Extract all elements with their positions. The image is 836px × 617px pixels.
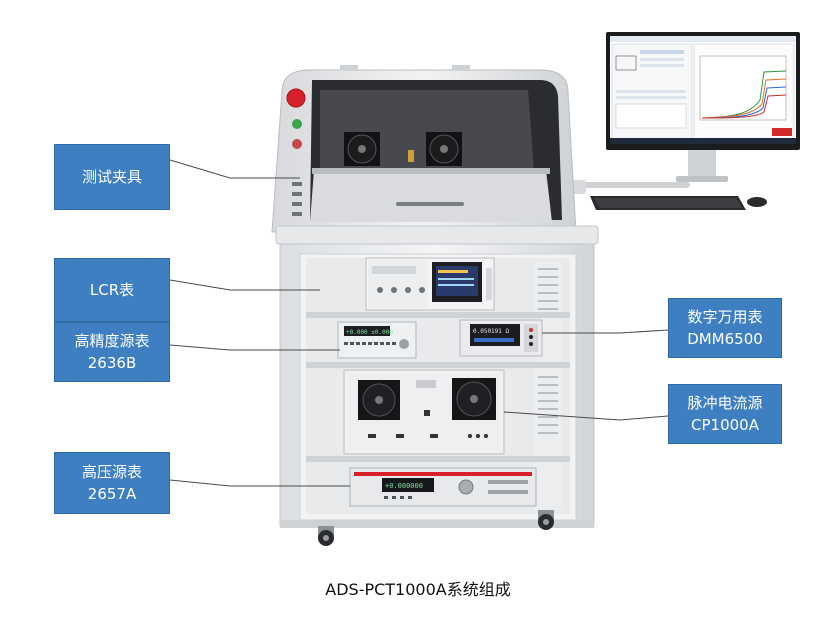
figure-caption: ADS-PCT1000A系统组成 <box>325 580 511 599</box>
callout-pulse-cp1000a: 脉冲电流源 CP1000A <box>668 384 782 444</box>
callout-hv-2657a-model: 2657A <box>87 485 137 503</box>
callout-dmm-6500-label: 数字万用表 <box>687 308 763 326</box>
leader-smu <box>169 344 340 351</box>
callout-smu-2636b-label: 高精度源表 <box>74 332 150 350</box>
keyboard <box>590 196 767 210</box>
callout-smu-2636b-model: 2636B <box>87 354 137 372</box>
leader-hv <box>169 479 350 487</box>
smu-2636b: +0.000 ±0.000 <box>337 321 417 359</box>
callout-lcr-meter: LCR表 <box>54 258 170 322</box>
hv-display: +0.000000 <box>385 482 423 490</box>
callout-dmm-6500-model: DMM6500 <box>687 330 763 348</box>
callout-hv-2657a-label: 高压源表 <box>81 463 142 481</box>
callout-lcr-meter-label: LCR表 <box>89 281 135 299</box>
monitor <box>606 32 800 182</box>
lcr-meter <box>365 257 495 311</box>
callout-test-fixture-label: 测试夹具 <box>81 168 142 186</box>
fixture-hood <box>271 65 577 233</box>
callout-pulse-cp1000a-model: CP1000A <box>691 416 759 434</box>
callout-hv-2657a: 高压源表 2657A <box>54 452 170 514</box>
leader-lines <box>169 159 669 487</box>
hv-source-2657a: +0.000000 <box>349 467 537 507</box>
dmm-display: 0.050191 Ω <box>473 328 510 335</box>
dmm-6500: 0.050191 Ω <box>459 319 543 357</box>
leader-lcr <box>169 279 320 291</box>
vent-holes <box>538 268 558 434</box>
monitor-arm <box>572 180 690 194</box>
callout-test-fixture: 测试夹具 <box>54 144 170 210</box>
smu-display: +0.000 ±0.000 <box>346 329 393 336</box>
callout-smu-2636b: 高精度源表 2636B <box>54 322 170 382</box>
pulse-source-cp1000a <box>343 369 505 455</box>
callout-dmm-6500: 数字万用表 DMM6500 <box>668 298 782 358</box>
leader-pulse <box>503 411 669 421</box>
callout-pulse-cp1000a-label: 脉冲电流源 <box>687 394 763 412</box>
leader-fixture <box>169 159 300 179</box>
leader-dmm <box>542 329 669 334</box>
